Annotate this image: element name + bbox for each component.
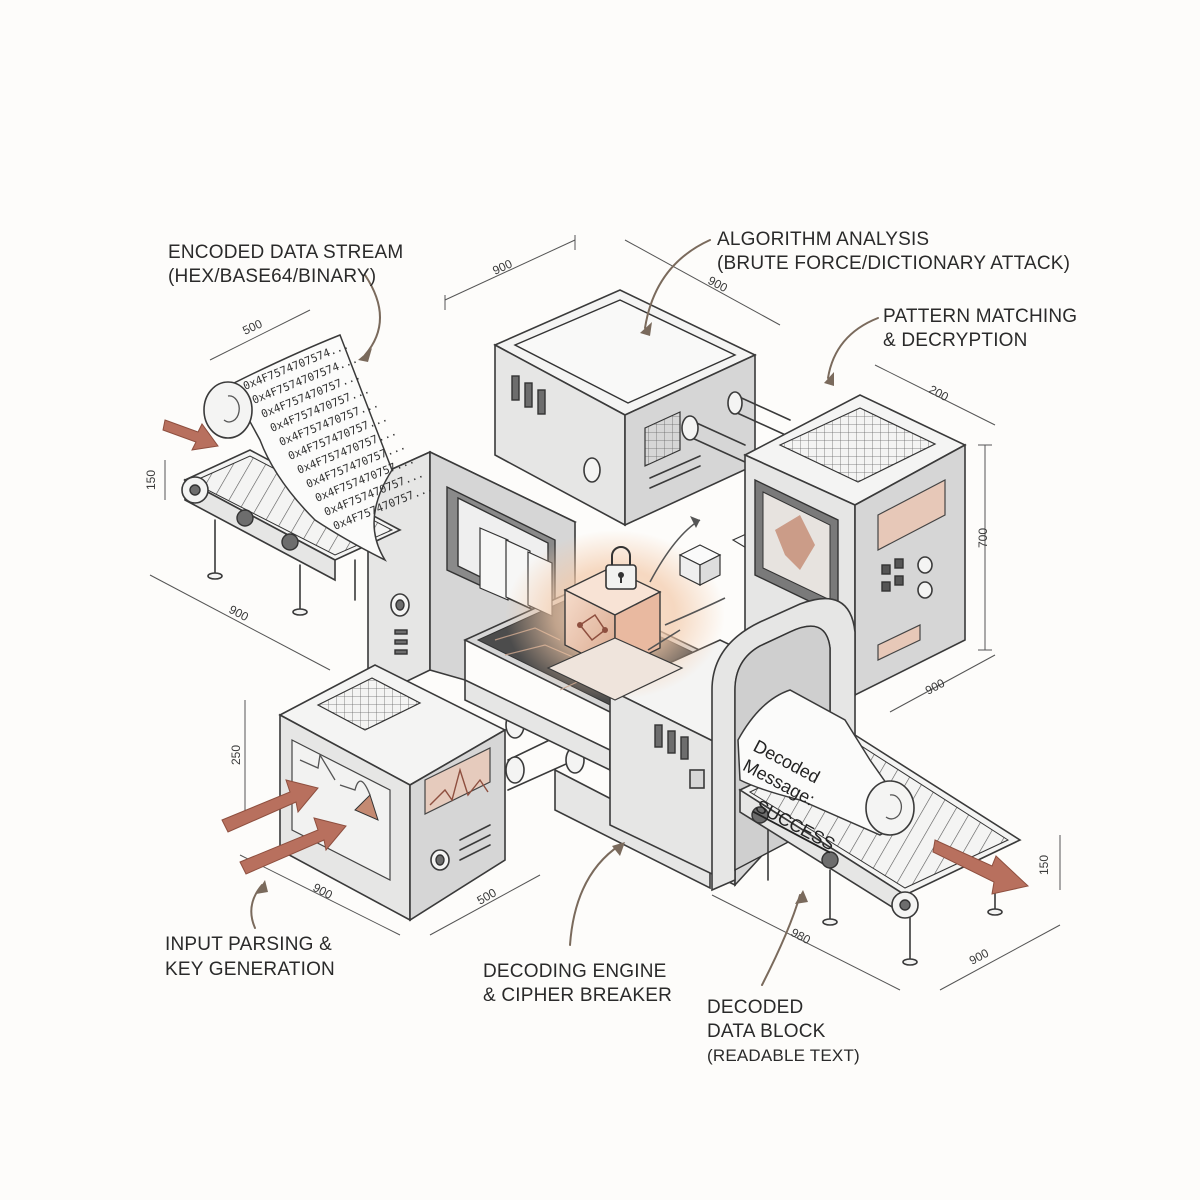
input-arrow — [162, 419, 219, 451]
label-input-parsing-2: KEY GENERATION — [165, 959, 335, 980]
padlock-icon — [605, 546, 637, 590]
label-pattern-1: PATTERN MATCHING — [883, 306, 1077, 327]
label-algorithm-1: ALGORITHM ANALYSIS — [717, 229, 929, 250]
dim-conveyor-length: 900 — [227, 602, 252, 624]
algorithm-analysis-unit — [493, 289, 757, 527]
cipher-cube — [546, 567, 684, 701]
label-input-parsing-1: INPUT PARSING & — [165, 934, 332, 955]
label-algorithm-2: (BRUTE FORCE/DICTIONARY ATTACK) — [717, 253, 1070, 274]
dim-right-height: 700 — [976, 528, 990, 548]
dim-conveyor-height: 150 — [144, 470, 158, 490]
dimension-lines — [149, 235, 1061, 991]
label-pointers — [250, 239, 879, 986]
callout-labels: ENCODED DATA STREAM (HEX/BASE64/BINARY) … — [165, 229, 1077, 1065]
input-parsing-arrows — [221, 779, 347, 875]
label-encoded-stream-1: ENCODED DATA STREAM — [168, 242, 403, 263]
dim-input-width: 900 — [311, 880, 336, 902]
output-arrow — [932, 839, 1030, 895]
dim-top-left: 900 — [490, 256, 514, 277]
label-engine-2: & CIPHER BREAKER — [483, 985, 672, 1006]
dim-right-bottom: 900 — [923, 676, 948, 698]
label-encoded-stream-2: (HEX/BASE64/BINARY) — [168, 266, 376, 287]
label-decoded-1: DECODED — [707, 997, 803, 1018]
label-decoded-2: DATA BLOCK — [707, 1021, 826, 1042]
label-pattern-2: & DECRYPTION — [883, 330, 1028, 351]
dim-input-height: 250 — [229, 745, 243, 765]
dim-input-depth: 500 — [475, 885, 500, 907]
label-decoded-3: (READABLE TEXT) — [707, 1046, 860, 1065]
dim-out-height: 150 — [1037, 855, 1051, 875]
pattern-matching-unit — [743, 394, 967, 697]
dim-top-right: 900 — [706, 273, 731, 295]
input-parsing-unit — [278, 664, 507, 922]
label-engine-1: DECODING ENGINE — [483, 961, 667, 982]
